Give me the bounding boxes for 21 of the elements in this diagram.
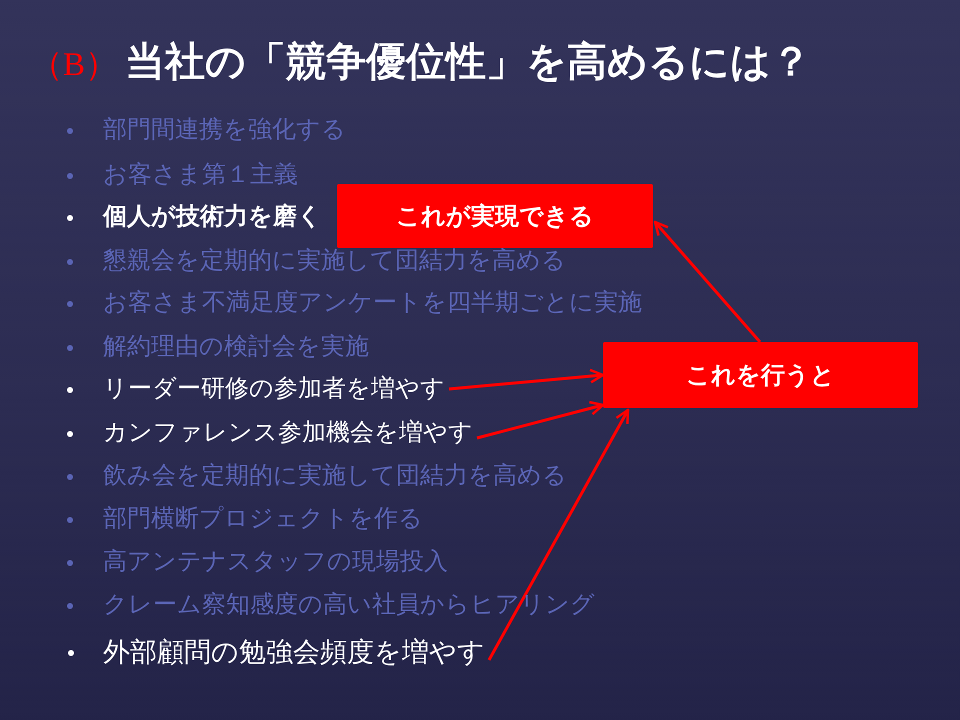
section-letter: （B） xyxy=(30,49,118,82)
list-item: 飲み会を定期的に実施して団結力を高める xyxy=(103,464,567,488)
arrow xyxy=(476,400,604,440)
list-item: お客さま不満足度アンケートを四半期ごとに実施 xyxy=(103,291,642,315)
list-item: 解約理由の検討会を実施 xyxy=(103,335,369,359)
list-item: 個人が技術力を磨く xyxy=(103,205,322,229)
list-item: 高アンテナスタッフの現場投入 xyxy=(103,550,448,574)
list-item: 部門横断プロジェクトを作る xyxy=(103,507,423,531)
list-item: お客さま第１主義 xyxy=(103,163,298,187)
list-item: 外部顧問の勉強会頻度を増やす xyxy=(103,638,485,666)
list-item: 部門間連携を強化する xyxy=(103,118,346,142)
list-item: 懇親会を定期的に実施して団結力を高める xyxy=(103,249,566,273)
arrow xyxy=(448,368,604,390)
callout-box: これを行うと xyxy=(603,342,918,408)
slide-title: 当社の「競争優位性」を高めるには？ xyxy=(125,42,811,82)
arrow xyxy=(488,408,630,661)
arrow xyxy=(654,220,762,343)
list-item: カンファレンス参加機会を増やす xyxy=(103,421,473,445)
callout-box: これが実現できる xyxy=(337,184,653,248)
list-item: クレーム察知感度の高い社員からヒアリング xyxy=(103,593,595,617)
list-item: リーダー研修の参加者を増やす xyxy=(103,377,445,401)
